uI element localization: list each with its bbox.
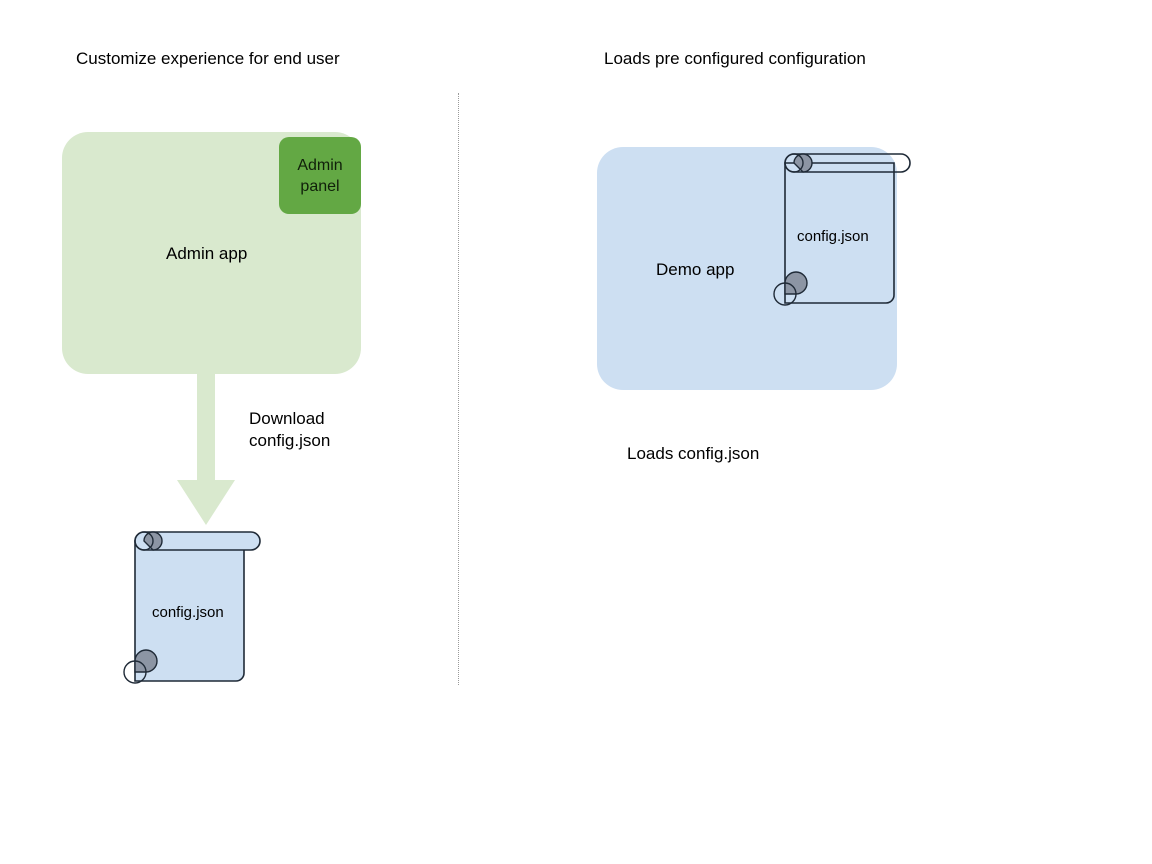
demo-app-label: Demo app [656,260,735,279]
config-json-label-left: config.json [152,604,224,621]
demo-app-container [597,147,897,390]
download-arrow-label: Download config.json [249,408,330,452]
scroll-document-icon [123,531,261,684]
download-arrow-label-line2: config.json [249,431,331,450]
column-heading-right: Loads pre configured configuration [604,49,866,68]
down-arrow-icon [177,370,235,525]
admin-panel-box[interactable]: Admin panel [279,137,361,214]
scroll-document-icon [773,153,911,306]
config-json-label-right: config.json [797,228,869,245]
admin-panel-label: Admin panel [297,156,343,195]
column-divider [458,93,459,685]
loads-config-caption: Loads config.json [627,444,760,463]
download-arrow-label-line1: Download [249,409,325,428]
column-heading-left: Customize experience for end user [76,49,340,68]
admin-app-label: Admin app [166,244,248,263]
